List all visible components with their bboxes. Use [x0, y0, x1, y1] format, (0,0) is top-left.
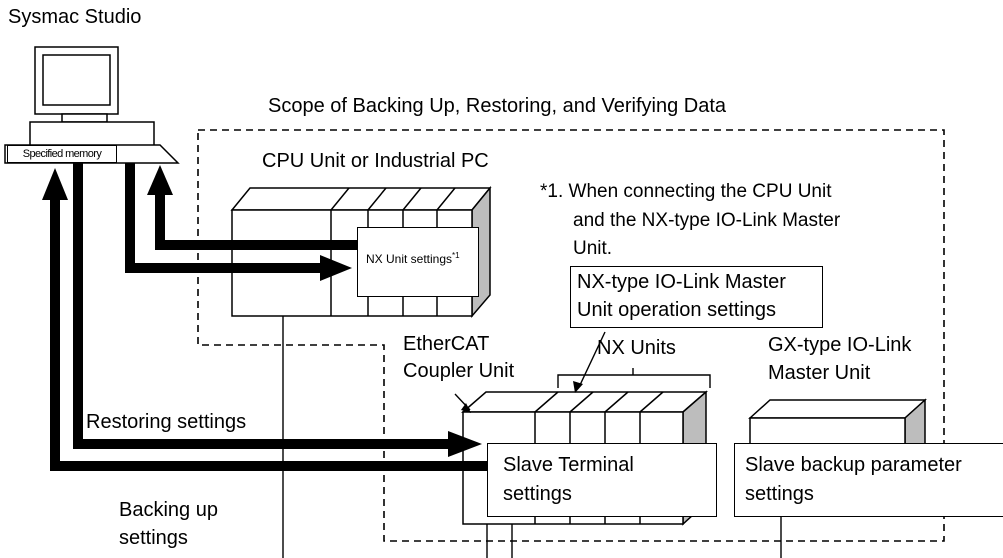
- ethercat-pointer-head: [461, 403, 471, 413]
- footnote-line-2: and the NX-type IO-Link Master: [573, 210, 841, 231]
- callout-pointers: [454, 331, 711, 411]
- slave-backup-line-2: settings: [745, 483, 814, 505]
- cpu-unit-label: CPU Unit or Industrial PC: [262, 150, 489, 172]
- nx-unit-settings-label: NX Unit settings: [366, 252, 453, 266]
- restoring-label: Restoring settings: [86, 411, 247, 433]
- slave-backup-settings-box: Slave backup parameter settings: [734, 443, 1003, 517]
- backing-line-1: Backing up: [119, 499, 218, 521]
- nx-iolink-line-1: NX-type IO-Link Master: [577, 271, 786, 293]
- nx-iolink-line-2: Unit operation settings: [577, 299, 777, 321]
- cpu-backup-arrow: [147, 165, 360, 250]
- nx-settings-pointer-head: [573, 381, 583, 393]
- restoring-arrow: [73, 163, 482, 457]
- ethercat-line-1: EtherCAT: [403, 333, 490, 355]
- nx-iolink-settings-box: NX-type IO-Link Master Unit operation se…: [570, 266, 823, 328]
- slave-backup-line-1: Slave backup parameter: [745, 454, 962, 476]
- footnote-marker: *1: [452, 251, 460, 260]
- scope-title: Scope of Backing Up, Restoring, and Veri…: [268, 95, 727, 117]
- app-title: Sysmac Studio: [8, 6, 142, 28]
- slave-terminal-line-2: settings: [503, 483, 572, 505]
- cpu-restore-arrow: [125, 163, 352, 281]
- nx-units-label: NX Units: [597, 337, 676, 359]
- gx-line-2: Master Unit: [768, 362, 871, 384]
- footnote-line-3: Unit.: [573, 238, 613, 259]
- slave-terminal-line-1: Slave Terminal: [503, 454, 634, 476]
- scope-boundary: [197, 129, 945, 542]
- footnote-line-1: *1. When connecting the CPU Unit: [540, 181, 832, 202]
- gx-line-1: GX-type IO-Link: [768, 334, 912, 356]
- ethercat-line-2: Coupler Unit: [403, 360, 515, 382]
- memory-device-label: Specified memory device: [7, 145, 117, 163]
- backing-up-arrow: [42, 168, 487, 471]
- slave-terminal-settings-box: Slave Terminal settings: [487, 443, 717, 517]
- nx-unit-settings-box: NX Unit settings*1: [357, 227, 479, 297]
- backing-line-2: settings: [119, 527, 188, 549]
